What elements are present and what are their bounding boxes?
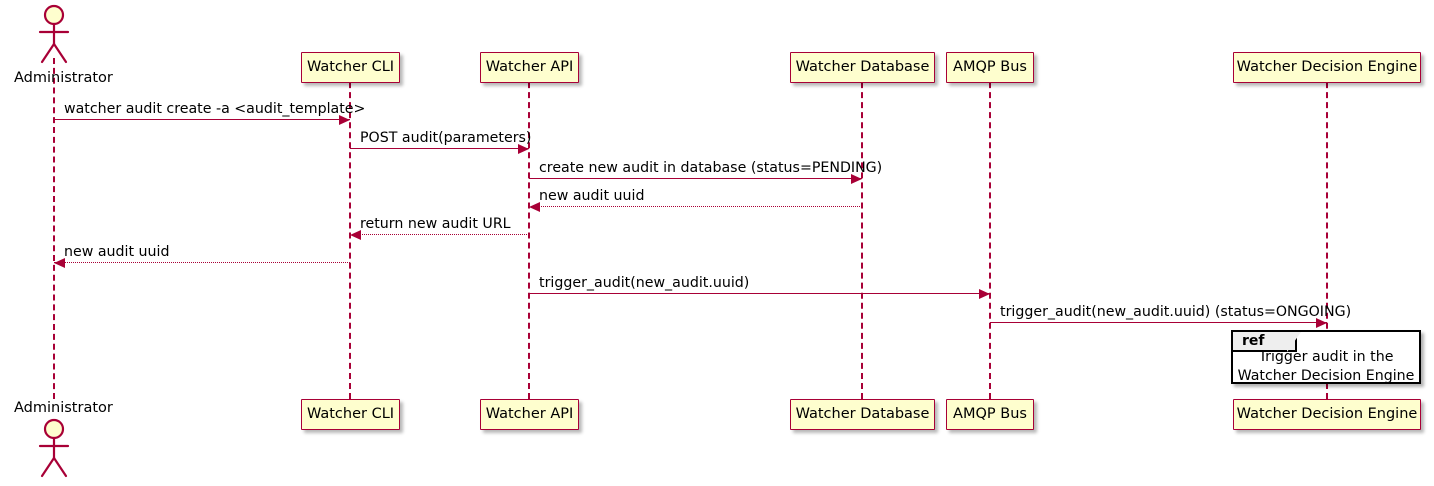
participant-box-bottom-watcher-api[interactable]: Watcher API [480,399,579,430]
participant-label-watcher-db: Watcher Database [795,59,930,76]
participant-label-watcher-cli: Watcher CLI [306,406,395,423]
message-line-m1 [54,119,350,120]
arrow-head-right-m2 [518,144,529,154]
ref-fragment-tab-corner [1287,332,1301,352]
lifeline-watcher-db [861,52,863,399]
message-label-m5: return new audit URL [360,216,511,232]
lifeline-watcher-cli [349,52,351,399]
participant-box-top-watcher-cli[interactable]: Watcher CLI [301,52,400,83]
participant-box-top-watcher-api[interactable]: Watcher API [480,52,579,83]
ref-fragment-line: Watcher Decision Engine [1237,368,1415,384]
participant-label-amqp-bus: AMQP Bus [953,59,1027,76]
message-label-m1: watcher audit create -a <audit_template> [64,101,366,117]
participant-box-bottom-amqp-bus[interactable]: AMQP Bus [946,399,1034,430]
actor-figure-top-administrator [30,4,78,70]
message-line-m4 [529,206,862,207]
actor-figure-bottom-administrator [30,418,78,484]
participant-box-top-amqp-bus[interactable]: AMQP Bus [946,52,1034,83]
lifeline-watcher-api [528,52,530,399]
arrow-head-right-m8 [1316,318,1327,328]
ref-fragment-line: Trigger audit in the [1258,348,1394,365]
arrow-head-left-m6 [54,258,65,268]
message-label-m6: new audit uuid [64,244,170,260]
arrow-head-left-m5 [350,230,361,240]
participant-box-bottom-watcher-cli[interactable]: Watcher CLI [301,399,400,430]
lifeline-administrator [53,58,55,399]
arrow-head-right-m1 [339,115,350,125]
message-label-m4: new audit uuid [539,188,645,204]
participant-label-watcher-cli: Watcher CLI [306,59,395,76]
actor-label-bottom-administrator: Administrator [14,400,113,416]
participant-box-top-decision-engine[interactable]: Watcher Decision Engine [1233,52,1421,83]
message-line-m6 [54,262,350,263]
participant-label-watcher-db: Watcher Database [795,406,930,423]
arrow-head-right-m7 [979,289,990,299]
message-label-m2: POST audit(parameters) [360,130,532,146]
lifeline-amqp-bus [989,52,991,399]
message-line-m2 [350,148,529,149]
arrow-head-left-m4 [529,202,540,212]
arrow-head-right-m3 [851,174,862,184]
participant-label-amqp-bus: AMQP Bus [953,406,1027,423]
participant-label-decision-engine: Watcher Decision Engine [1236,59,1418,76]
message-line-m5 [350,234,529,235]
message-label-m8: trigger_audit(new_audit.uuid) (status=ON… [1000,304,1352,320]
actor-label-top-administrator: Administrator [14,70,113,86]
participant-box-bottom-decision-engine[interactable]: Watcher Decision Engine [1233,399,1421,430]
lifeline-decision-engine [1326,52,1328,399]
message-line-m3 [529,178,862,179]
message-label-m7: trigger_audit(new_audit.uuid) [539,275,750,291]
participant-box-bottom-watcher-db[interactable]: Watcher Database [790,399,935,430]
participant-label-watcher-api: Watcher API [485,59,574,76]
message-line-m8 [990,322,1327,323]
message-line-m7 [529,293,990,294]
participant-box-top-watcher-db[interactable]: Watcher Database [790,52,935,83]
participant-label-decision-engine: Watcher Decision Engine [1236,406,1418,423]
participant-label-watcher-api: Watcher API [485,406,574,423]
message-label-m3: create new audit in database (status=PEN… [539,160,883,176]
